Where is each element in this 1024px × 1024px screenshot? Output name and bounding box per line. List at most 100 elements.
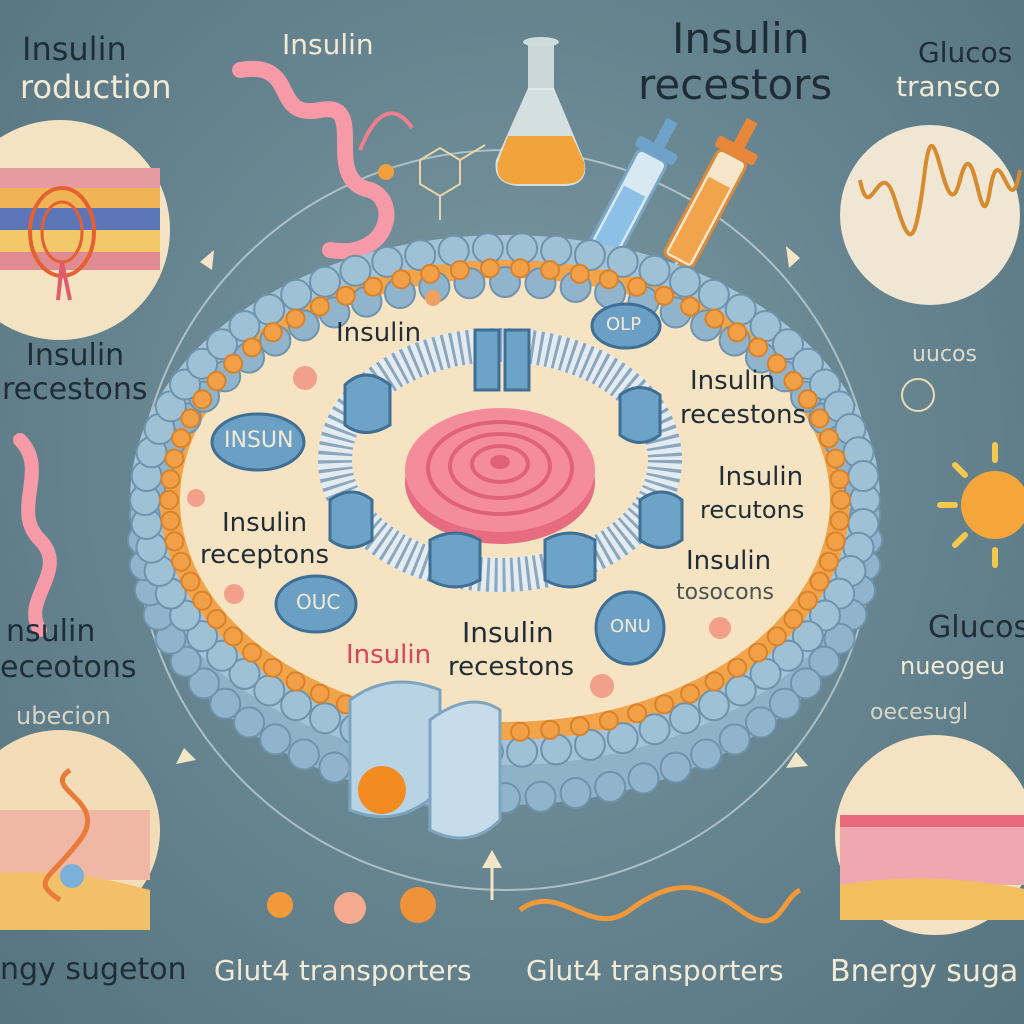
left-low-title: nsulin <box>6 614 96 649</box>
membrane-bead-lower <box>188 667 221 700</box>
inner-bead <box>449 260 470 281</box>
inner-bead <box>797 389 818 410</box>
inner-bead <box>818 551 839 572</box>
inner-bead <box>569 263 590 284</box>
membrane-bead <box>808 599 841 632</box>
inner-bead <box>164 531 185 552</box>
inner-bead <box>766 353 787 374</box>
membrane-bead <box>206 639 239 672</box>
membrane-bead <box>540 733 573 766</box>
wave-bottom <box>518 885 802 924</box>
inner-bead <box>727 322 748 343</box>
membrane-bead <box>169 368 202 401</box>
inner-bead <box>160 469 181 490</box>
inner-bead <box>704 308 725 329</box>
cell-insulin-top: Insulin <box>336 318 422 348</box>
pill-left-shape <box>210 412 306 472</box>
cycle-arrow-right-top <box>786 246 800 268</box>
insulin-coil <box>405 408 595 544</box>
membrane-bead <box>540 234 573 267</box>
inner-bead <box>510 258 531 279</box>
insulin-ribbon-left <box>13 433 57 637</box>
membrane-strip-bottom-right <box>840 815 1024 920</box>
inner-bead <box>783 608 804 629</box>
membrane-bead-lower <box>659 751 692 784</box>
inner-bead <box>818 428 839 449</box>
cell-left-subtitle: receptons <box>200 540 330 570</box>
syringe-orange-icon <box>647 117 758 316</box>
top-center-label: Insulin <box>282 28 374 61</box>
inner-bead <box>223 353 244 374</box>
inner-bead <box>479 258 500 279</box>
inner-bead <box>831 490 851 510</box>
membrane-bead-lower <box>690 738 723 771</box>
membrane-bead-lower <box>559 777 592 810</box>
inner-bead <box>569 716 590 737</box>
cell-bottom-title: Insulin <box>462 616 554 649</box>
inner-bead <box>206 608 227 629</box>
inner-bead <box>223 626 244 647</box>
membrane-bead <box>404 239 437 272</box>
inner-bead <box>391 269 412 290</box>
inner-bead <box>704 671 725 692</box>
membrane-bead <box>573 728 606 761</box>
cell-left-title: Insulin <box>222 508 308 538</box>
arrow-top-pink <box>358 111 414 151</box>
left-low-subtitle: eceotons <box>0 650 137 685</box>
wave-top-right <box>858 143 1022 237</box>
cycle-arrow-left-top <box>200 250 214 270</box>
pill-bottom-left-label: OUC <box>296 590 341 614</box>
membrane-bead <box>573 239 606 272</box>
membrane-bead <box>280 689 313 722</box>
pill-bottom-right-label: ONU <box>610 616 651 637</box>
inner-bead <box>829 469 850 490</box>
membrane-bead <box>371 245 404 278</box>
membrane-bead <box>186 620 219 653</box>
inner-bead <box>825 531 846 552</box>
inner-bead <box>192 389 213 410</box>
glucose-dot-3 <box>400 887 436 923</box>
bottom-left-label: ngy sugeton <box>0 952 187 987</box>
inner-bead <box>825 448 846 469</box>
inner-bead <box>262 657 283 678</box>
membrane-bead-lower <box>259 723 292 756</box>
right-low-subtitle: nueogeu <box>900 652 1006 680</box>
top-far-right-title: Glucos <box>918 36 1013 69</box>
inner-bead <box>829 510 850 531</box>
glucose-dot-1 <box>267 892 293 918</box>
top-far-right-subtitle: transco <box>896 70 1001 103</box>
bottom-center-right-label: Glut4 transporters <box>526 954 784 987</box>
membrane-bead <box>669 702 701 735</box>
membrane-bead-lower <box>233 706 266 739</box>
inner-bead <box>654 285 675 306</box>
top-right-subtitle: recestors <box>638 60 833 109</box>
inner-bead <box>654 694 675 715</box>
inner-bead <box>180 408 201 429</box>
inner-bead <box>206 371 227 392</box>
right-low-title: Glucos <box>928 610 1024 645</box>
membrane-bead-lower <box>744 706 777 739</box>
inner-bead <box>241 642 262 663</box>
inner-bead <box>783 371 804 392</box>
top-left-subtitle: roduction <box>20 68 172 106</box>
pill-top-right-shape <box>590 302 662 350</box>
inner-bead <box>192 590 213 611</box>
target-icon <box>901 378 935 412</box>
inner-bead <box>171 551 192 572</box>
glut4-transporter <box>348 680 502 840</box>
membrane-bead <box>606 245 639 278</box>
membrane-bead-lower <box>718 723 751 756</box>
membrane-bead <box>791 347 824 380</box>
inner-bead <box>540 719 561 740</box>
inner-bead <box>171 428 192 449</box>
membrane-bead-lower <box>169 645 202 678</box>
membrane-bead <box>724 674 757 707</box>
pill-bottom-left-shape <box>274 574 358 634</box>
membrane-bead <box>280 278 313 311</box>
inner-bead <box>362 276 383 297</box>
inner-bead <box>809 571 830 592</box>
membrane-strip-top-left <box>0 168 160 301</box>
inner-bead <box>748 642 769 663</box>
